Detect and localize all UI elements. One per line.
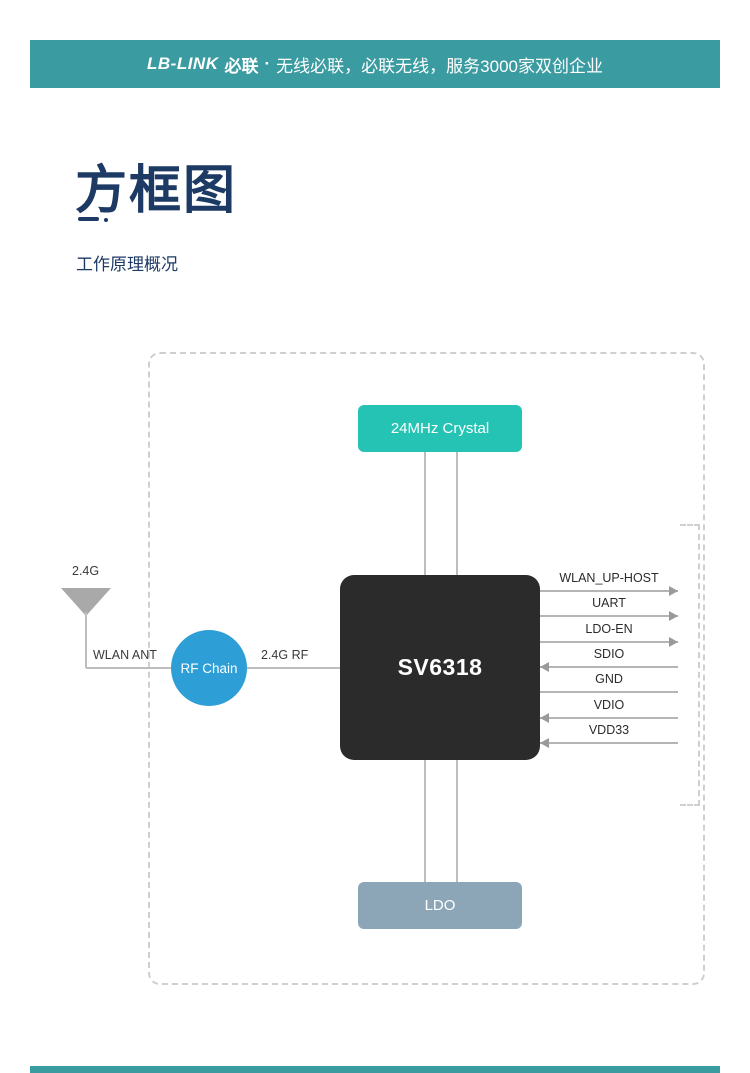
pin-line <box>540 590 678 592</box>
header-banner: LB-LINK 必联 · 无线必联，必联无线，服务3000家双创企业 <box>30 40 720 88</box>
crystal-block: 24MHz Crystal <box>358 405 522 452</box>
title-underline-dot <box>104 218 108 222</box>
rfchain-chip-line <box>247 667 340 669</box>
pin-group-bracket <box>680 524 700 806</box>
pin-label: UART <box>592 596 626 610</box>
arrow-left-icon <box>540 738 549 748</box>
pin-row-wlan-up-host: WLAN_UP-HOST <box>540 567 678 596</box>
footer-strip <box>30 1066 720 1073</box>
page-title: 方框图 <box>75 162 238 220</box>
pin-row-uart: UART <box>540 592 678 621</box>
rf-chain-label: RF Chain <box>180 660 238 676</box>
pin-label: VDD33 <box>588 723 630 737</box>
rf-chain-block: RF Chain <box>171 630 247 706</box>
antenna-icon <box>61 588 111 616</box>
pin-row-ldo-en: LDO-EN <box>540 618 678 647</box>
chip-ldo-connector <box>424 760 426 882</box>
crystal-block-label: 24MHz Crystal <box>390 420 490 437</box>
page-subtitle: 工作原理概况 <box>76 255 178 274</box>
chip-ldo-connector <box>456 760 458 882</box>
pin-row-gnd: GND <box>540 668 678 694</box>
ldo-block-label: LDO <box>424 897 456 914</box>
wlan-ant-line-label: WLAN ANT <box>93 648 157 662</box>
title-underline-dash <box>78 217 99 221</box>
brand-separator: · <box>264 54 271 73</box>
pin-row-vdd33: VDD33 <box>540 719 678 748</box>
pin-line <box>540 691 678 693</box>
chip-block-label: SV6318 <box>397 654 483 680</box>
antenna-rfchain-line <box>86 667 171 669</box>
chip-block: SV6318 <box>340 575 540 760</box>
pin-line <box>540 615 678 617</box>
pin-row-sdio: SDIO <box>540 643 678 672</box>
crystal-chip-connector <box>424 452 426 575</box>
ldo-block: LDO <box>358 882 522 929</box>
pin-row-vdio: VDIO <box>540 694 678 723</box>
arrow-left-icon <box>540 662 549 672</box>
brand-name-cn: 必联 <box>224 56 259 76</box>
arrow-right-icon <box>669 637 678 647</box>
pin-line <box>540 717 678 719</box>
pin-label: GND <box>595 672 623 686</box>
arrow-left-icon <box>540 713 549 723</box>
brand-logo-text: LB-LINK <box>147 54 219 73</box>
antenna-stem-line <box>85 612 87 668</box>
arrow-right-icon <box>669 586 678 596</box>
pin-label: VDIO <box>593 698 625 712</box>
header-tagline: 无线必联，必联无线，服务3000家双创企业 <box>276 56 603 76</box>
pin-line <box>540 742 678 744</box>
pin-line <box>540 641 678 643</box>
pin-label: WLAN_UP-HOST <box>559 571 659 585</box>
pin-line <box>540 666 678 668</box>
rf-line-label: 2.4G RF <box>261 648 309 662</box>
crystal-chip-connector <box>456 452 458 575</box>
pin-label: LDO-EN <box>585 622 633 636</box>
pin-label: SDIO <box>593 647 625 661</box>
arrow-right-icon <box>669 611 678 621</box>
antenna-band-label: 2.4G <box>72 564 100 578</box>
